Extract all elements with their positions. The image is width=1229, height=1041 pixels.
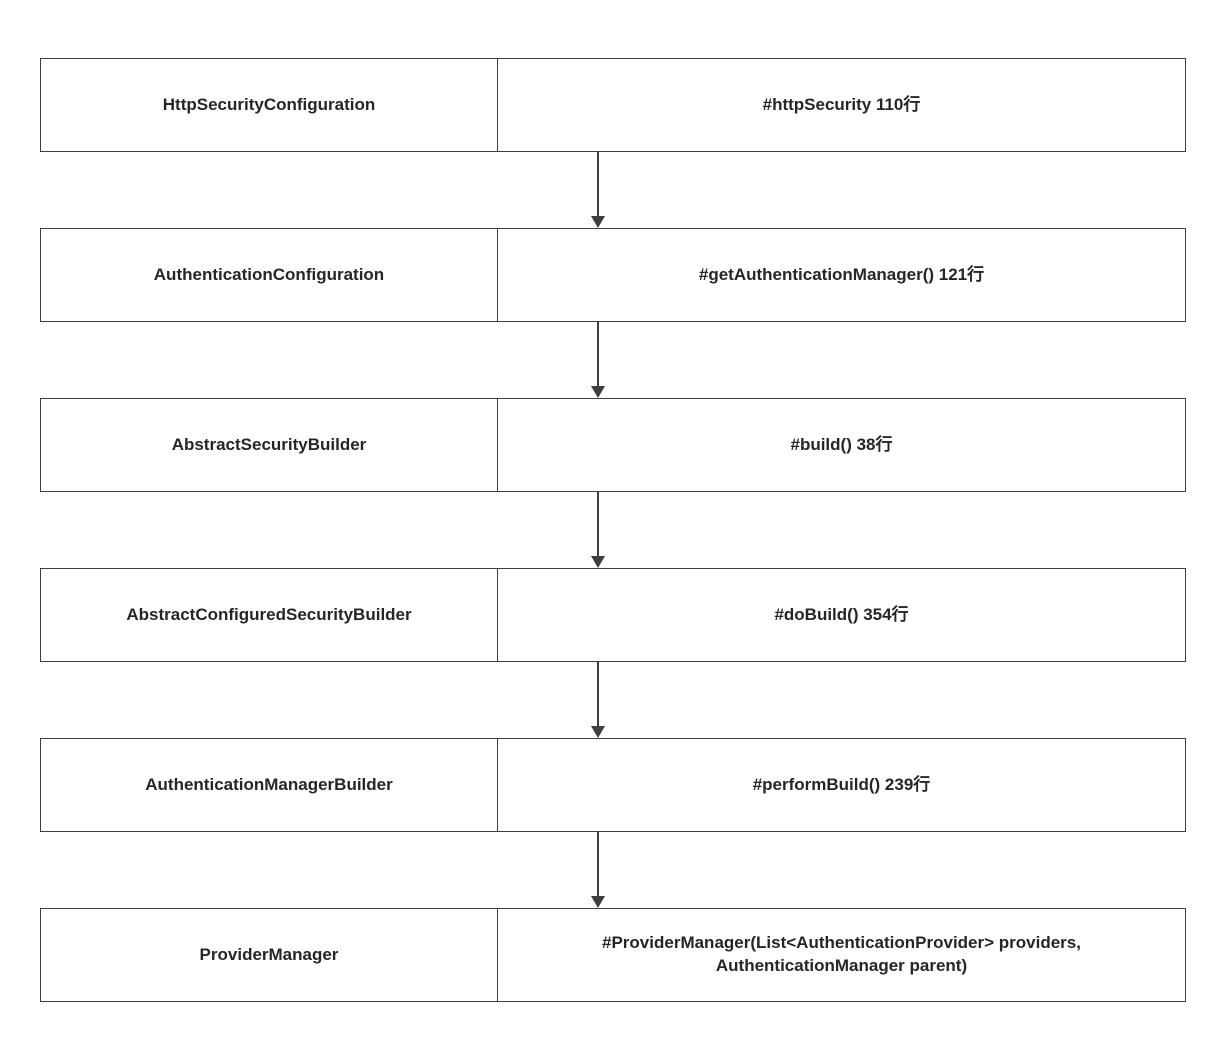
class-name-cell: ProviderManager [41,909,498,1001]
arrow-head [591,896,605,908]
arrow-head [591,386,605,398]
node-row-1: HttpSecurityConfiguration #httpSecurity … [40,58,1186,152]
arrow-down-icon [40,492,1186,568]
method-cell: #build() 38行 [790,434,893,454]
method-cell: #performBuild() 239行 [752,774,931,794]
arrow-head [591,726,605,738]
arrow-down-icon [40,832,1186,908]
arrow-line [597,322,599,387]
arrow-line [597,492,599,557]
flow-column: HttpSecurityConfiguration #httpSecurity … [40,58,1186,1002]
node-row-2: AuthenticationConfiguration #getAuthenti… [40,228,1186,322]
node-row-3: AbstractSecurityBuilder #build() 38行 [40,398,1186,492]
method-cell: #ProviderManager(List<AuthenticationProv… [602,933,1081,975]
node-row-5: AuthenticationManagerBuilder #performBui… [40,738,1186,832]
arrow-down-icon [40,662,1186,738]
arrow-line [597,832,599,897]
class-name-cell: AuthenticationConfiguration [41,229,498,321]
arrow-line [597,662,599,727]
class-name-cell: AuthenticationManagerBuilder [41,739,498,831]
arrow-head [591,216,605,228]
method-cell: #httpSecurity 110行 [762,94,921,114]
arrow-head [591,556,605,568]
arrow-down-icon [40,322,1186,398]
class-name-cell: AbstractSecurityBuilder [41,399,498,491]
node-row-4: AbstractConfiguredSecurityBuilder #doBui… [40,568,1186,662]
arrow-down-icon [40,152,1186,228]
method-cell: #getAuthenticationManager() 121行 [698,264,985,284]
arrow-line [597,152,599,217]
node-row-6: ProviderManager #ProviderManager(List<Au… [40,908,1186,1002]
class-name-cell: HttpSecurityConfiguration [41,59,498,151]
method-cell: #doBuild() 354行 [774,604,909,624]
class-name-cell: AbstractConfiguredSecurityBuilder [41,569,498,661]
